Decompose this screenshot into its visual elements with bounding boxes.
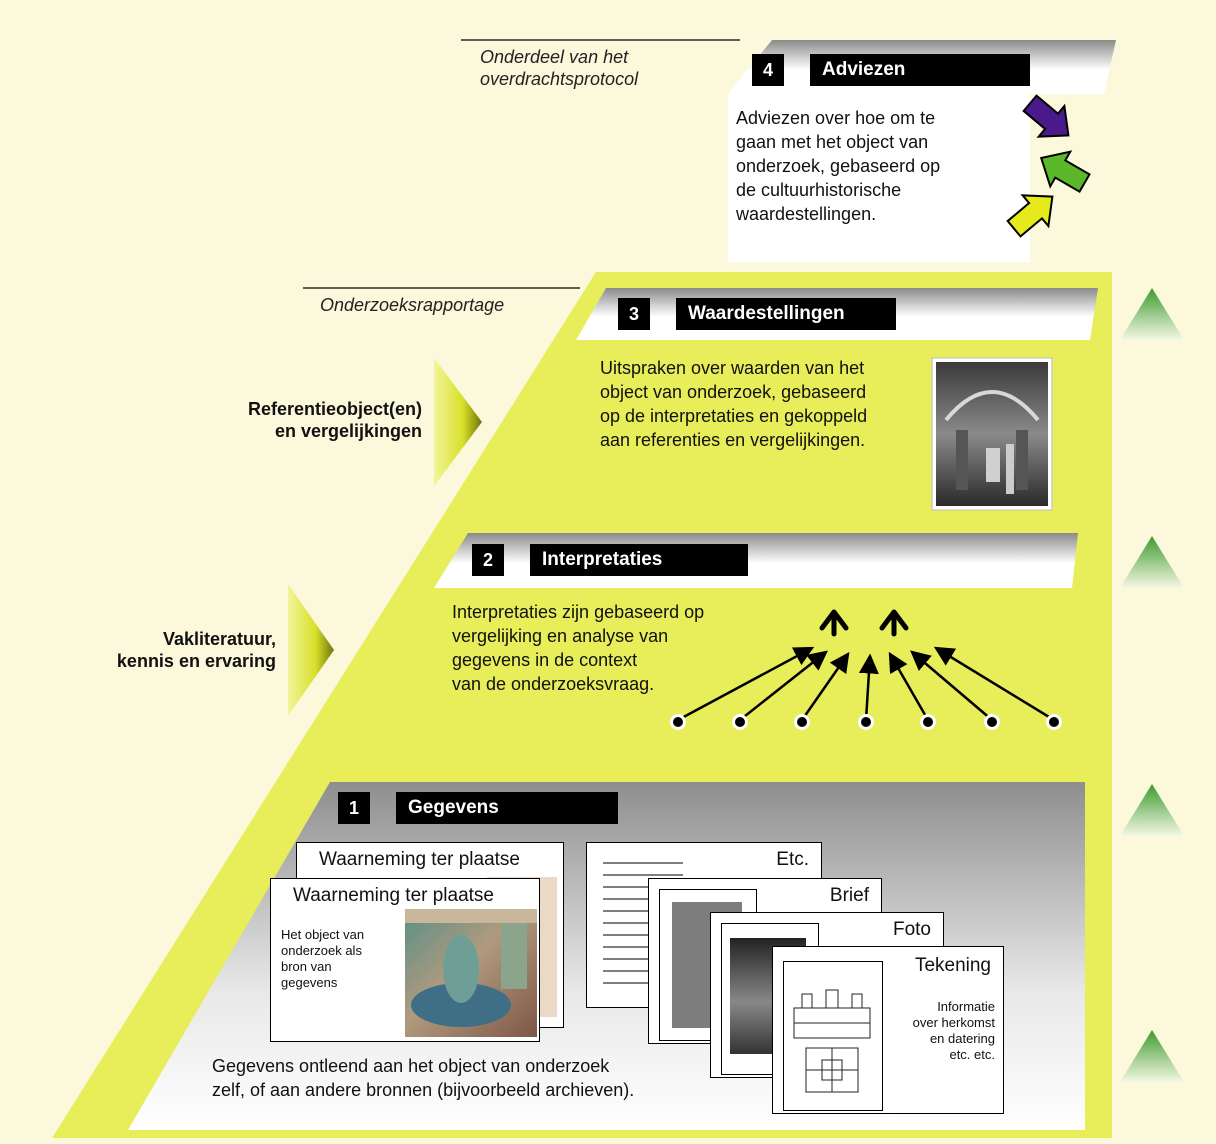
yellow-arrow-icon: [1006, 194, 1054, 238]
object-line: Het object van: [281, 927, 365, 942]
object-line: gegevens: [281, 975, 338, 990]
green-arrow-icon: [1039, 150, 1091, 194]
referentie-label-line1: Referentieobject(en): [247, 399, 422, 419]
rapportage-caption: Onderzoeksrapportage: [320, 295, 505, 315]
protocol-caption-line1: Onderdeel van het: [480, 47, 629, 67]
info-line: over herkomst: [912, 1015, 995, 1030]
adviezen-title: Adviezen: [810, 54, 1030, 86]
waardestellingen-text: Uitspraken over waarden van het object v…: [600, 356, 920, 452]
interpretaties-number: 2: [472, 544, 504, 576]
green-triangle-1: [1120, 288, 1184, 340]
interpretaties-line: van de onderzoeksvraag.: [452, 674, 655, 694]
object-line: onderzoek als: [281, 943, 362, 958]
adviezen-line: waardestellingen.: [736, 204, 877, 224]
referentie-label: Referentieobject(en) en vergelijkingen: [160, 398, 422, 442]
herkomst-info: Informatie over herkomst en datering etc…: [885, 999, 995, 1063]
gegevens-title: Gegevens: [396, 792, 618, 824]
waarneming-back-title: Waarneming ter plaatse: [319, 849, 521, 870]
adviezen-line: de cultuurhistorische: [736, 180, 902, 200]
green-triangle-3: [1120, 784, 1184, 836]
interpretaties-line: Interpretaties zijn gebaseerd op: [452, 602, 705, 622]
vakliteratuur-label-line1: Vakliteratuur,: [162, 629, 276, 649]
waardestellingen-line: op de interpretaties en gekoppeld: [600, 406, 868, 426]
gallery-photo: [931, 357, 1053, 511]
tekening-card-title: Tekening: [914, 955, 991, 976]
adviezen-number: 4: [752, 54, 784, 86]
gegevens-line: zelf, of aan andere bronnen (bijvoorbeel…: [212, 1080, 635, 1100]
adviezen-panel: [728, 94, 1030, 262]
fountain-photo: [405, 909, 537, 1037]
tekening-card: Tekening Informatie over herkomst en dat…: [772, 946, 1004, 1114]
waardestellingen-number: 3: [618, 298, 650, 330]
green-triangle-4: [1120, 1030, 1184, 1082]
interpretaties-title: Interpretaties: [530, 544, 748, 576]
info-line: etc. etc.: [949, 1047, 995, 1062]
floor-plan-drawing: [793, 989, 871, 1093]
gegevens-line: Gegevens ontleend aan het object van ond…: [212, 1056, 610, 1076]
data-points: [670, 714, 1062, 730]
interpretation-arrows: [677, 646, 1055, 722]
interpretaties-line: gegevens in de context: [452, 650, 638, 670]
waardestellingen-line: Uitspraken over waarden van het: [600, 358, 865, 378]
vakliteratuur-side-arrow: [288, 584, 334, 716]
interpretation-up-arrows: [819, 609, 909, 637]
waarneming-front-title: Waarneming ter plaatse: [293, 885, 495, 906]
etc-card-title: Etc.: [776, 849, 809, 870]
referentie-side-arrow: [434, 358, 482, 486]
interpretaties-line: vergelijking en analyse van: [452, 626, 669, 646]
object-line: bron van: [281, 959, 332, 974]
referentie-label-line2: en vergelijkingen: [274, 421, 422, 441]
waardestellingen-line: object van onderzoek, gebaseerd: [600, 382, 867, 402]
vakliteratuur-label-line2: kennis en ervaring: [116, 651, 276, 671]
vakliteratuur-label: Vakliteratuur, kennis en ervaring: [40, 628, 276, 672]
protocol-caption: Onderdeel van het overdrachtsprotocol: [480, 46, 638, 90]
interpretaties-text: Interpretaties zijn gebaseerd op vergeli…: [452, 600, 772, 696]
object-description: Het object van onderzoek als bron van ge…: [281, 927, 397, 991]
gegevens-text: Gegevens ontleend aan het object van ond…: [212, 1054, 712, 1102]
tekening-page: [783, 961, 883, 1111]
waardestellingen-title: Waardestellingen: [676, 298, 896, 330]
green-triangle-2: [1120, 536, 1184, 588]
adviezen-line: Adviezen over hoe om te: [736, 108, 936, 128]
purple-arrow-icon: [1022, 94, 1070, 138]
adviezen-text: Adviezen over hoe om te gaan met het obj…: [736, 106, 1016, 226]
adviezen-line: onderzoek, gebaseerd op: [736, 156, 941, 176]
info-line: Informatie: [937, 999, 995, 1014]
protocol-caption-line2: overdrachtsprotocol: [480, 69, 639, 89]
info-line: en datering: [929, 1031, 995, 1046]
waardestellingen-line: aan referenties en vergelijkingen.: [600, 430, 866, 450]
adviezen-line: gaan met het object van: [736, 132, 929, 152]
gegevens-number: 1: [338, 792, 370, 824]
foto-card-title: Foto: [892, 919, 931, 940]
brief-card-title: Brief: [829, 885, 869, 906]
waarneming-card-front: Waarneming ter plaatse Het object van on…: [270, 878, 540, 1042]
